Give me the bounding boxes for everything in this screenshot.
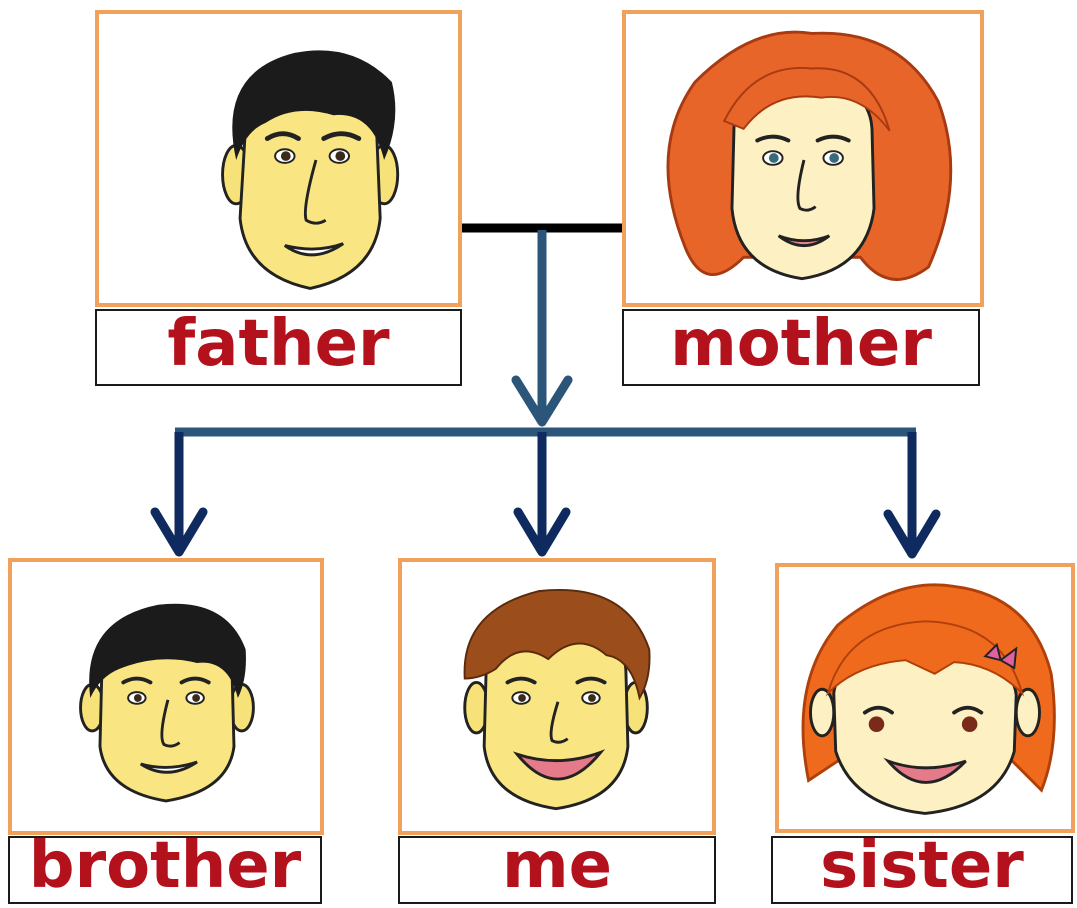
brother-arrowhead <box>150 507 208 557</box>
father-photo-frame <box>95 10 462 307</box>
mother-label-text: mother <box>670 306 932 381</box>
me-arrowhead <box>513 507 571 557</box>
sister-label-text: sister <box>820 829 1024 903</box>
mother-photo-frame <box>622 10 984 307</box>
father-face-icon <box>221 50 400 290</box>
me-label-text: me <box>501 829 613 903</box>
brother-label-text: brother <box>28 829 302 903</box>
mother-face-icon <box>666 30 953 281</box>
parents-arrowhead <box>511 375 573 427</box>
father-label: father <box>95 309 462 386</box>
sister-photo-frame <box>775 563 1075 833</box>
mother-label: mother <box>622 309 980 386</box>
sister-label: sister <box>771 829 1073 904</box>
father-label-text: father <box>167 306 390 381</box>
brother-label: brother <box>8 829 322 904</box>
brother-photo-frame <box>8 558 324 835</box>
sister-face-icon <box>801 583 1056 815</box>
sister-arrowhead <box>883 509 941 559</box>
me-face-icon <box>463 589 651 811</box>
me-photo-frame <box>398 558 716 835</box>
brother-face-icon <box>79 603 255 803</box>
me-label: me <box>398 829 716 904</box>
